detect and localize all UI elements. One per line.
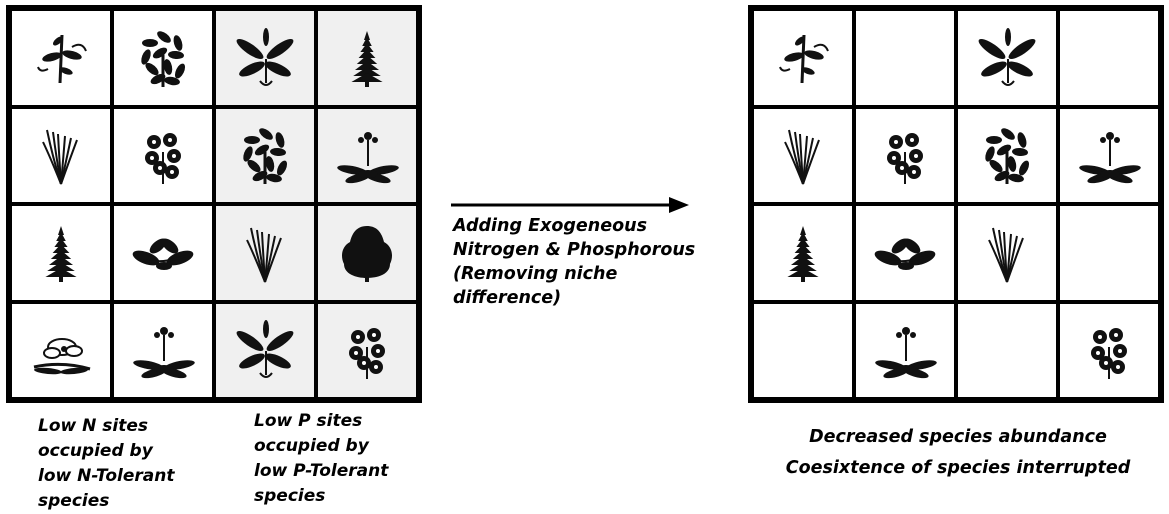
cell-orchid xyxy=(10,302,112,400)
lily-icon xyxy=(232,317,298,383)
cell-conifer xyxy=(316,9,418,107)
low-p-line: low P-Tolerant xyxy=(254,459,388,484)
lily-icon xyxy=(974,25,1040,91)
rosette-icon xyxy=(130,317,196,383)
cell-shrub xyxy=(214,107,316,205)
conifer-icon xyxy=(770,220,836,286)
cell-lily xyxy=(214,302,316,400)
lily-icon xyxy=(232,25,298,91)
shrub-icon xyxy=(974,122,1040,188)
cell-flower xyxy=(316,302,418,400)
rosette-icon xyxy=(334,122,400,188)
cell-grass xyxy=(214,204,316,302)
cell-flower xyxy=(112,107,214,205)
empty-cell xyxy=(956,302,1058,400)
tree-icon xyxy=(334,220,400,286)
cell-rosette xyxy=(1058,107,1160,205)
cell-shrub xyxy=(956,107,1058,205)
low-n-line: occupied by xyxy=(38,439,174,464)
cell-flower xyxy=(854,107,956,205)
cell-grass xyxy=(10,107,112,205)
flower-icon xyxy=(1076,317,1142,383)
right-species-grid xyxy=(748,5,1164,403)
flower-icon xyxy=(872,122,938,188)
coexistence-caption: Coesixtence of species interrupted xyxy=(748,458,1168,478)
conifer-icon xyxy=(334,25,400,91)
cell-tree xyxy=(316,204,418,302)
treatment-label: Adding Exogeneous Nitrogen & Phosphorous… xyxy=(453,214,695,310)
low-p-caption: Low P sites occupied by low P-Tolerant s… xyxy=(254,409,388,509)
cell-leafy xyxy=(112,204,214,302)
cell-grass xyxy=(956,204,1058,302)
cell-rosette xyxy=(854,302,956,400)
flower-icon xyxy=(334,317,400,383)
low-p-line: occupied by xyxy=(254,434,388,459)
empty-cell xyxy=(1058,204,1160,302)
low-p-line: Low P sites xyxy=(254,409,388,434)
cell-rosette xyxy=(112,302,214,400)
orchid-icon xyxy=(28,317,94,383)
rosette-icon xyxy=(1076,122,1142,188)
cell-rosette xyxy=(316,107,418,205)
cell-sprig xyxy=(752,9,854,107)
cell-conifer xyxy=(10,204,112,302)
low-n-caption: Low N sites occupied by low N-Tolerant s… xyxy=(38,414,174,514)
abundance-caption: Decreased species abundance xyxy=(748,427,1168,447)
low-n-line: Low N sites xyxy=(38,414,174,439)
treatment-line: difference) xyxy=(453,286,695,310)
cell-flower xyxy=(1058,302,1160,400)
treatment-line: Adding Exogeneous xyxy=(453,214,695,238)
leafy-icon xyxy=(872,220,938,286)
low-n-line: low N-Tolerant xyxy=(38,464,174,489)
left-species-grid xyxy=(6,5,422,403)
cell-leafy xyxy=(854,204,956,302)
empty-cell xyxy=(1058,9,1160,107)
empty-cell xyxy=(854,9,956,107)
grass-icon xyxy=(974,220,1040,286)
shrub-icon xyxy=(130,25,196,91)
cell-grass xyxy=(752,107,854,205)
shrub-icon xyxy=(232,122,298,188)
low-p-line: species xyxy=(254,484,388,509)
treatment-line: Nitrogen & Phosphorous xyxy=(453,238,695,262)
rosette-icon xyxy=(872,317,938,383)
cell-shrub xyxy=(112,9,214,107)
flower-icon xyxy=(130,122,196,188)
cell-lily xyxy=(956,9,1058,107)
grass-icon xyxy=(770,122,836,188)
low-n-line: species xyxy=(38,489,174,514)
cell-sprig xyxy=(10,9,112,107)
sprig-icon xyxy=(770,25,836,91)
leafy-icon xyxy=(130,220,196,286)
empty-cell xyxy=(752,302,854,400)
treatment-line: (Removing niche xyxy=(453,262,695,286)
cell-conifer xyxy=(752,204,854,302)
cell-lily xyxy=(214,9,316,107)
grass-icon xyxy=(232,220,298,286)
grass-icon xyxy=(28,122,94,188)
conifer-icon xyxy=(28,220,94,286)
sprig-icon xyxy=(28,25,94,91)
